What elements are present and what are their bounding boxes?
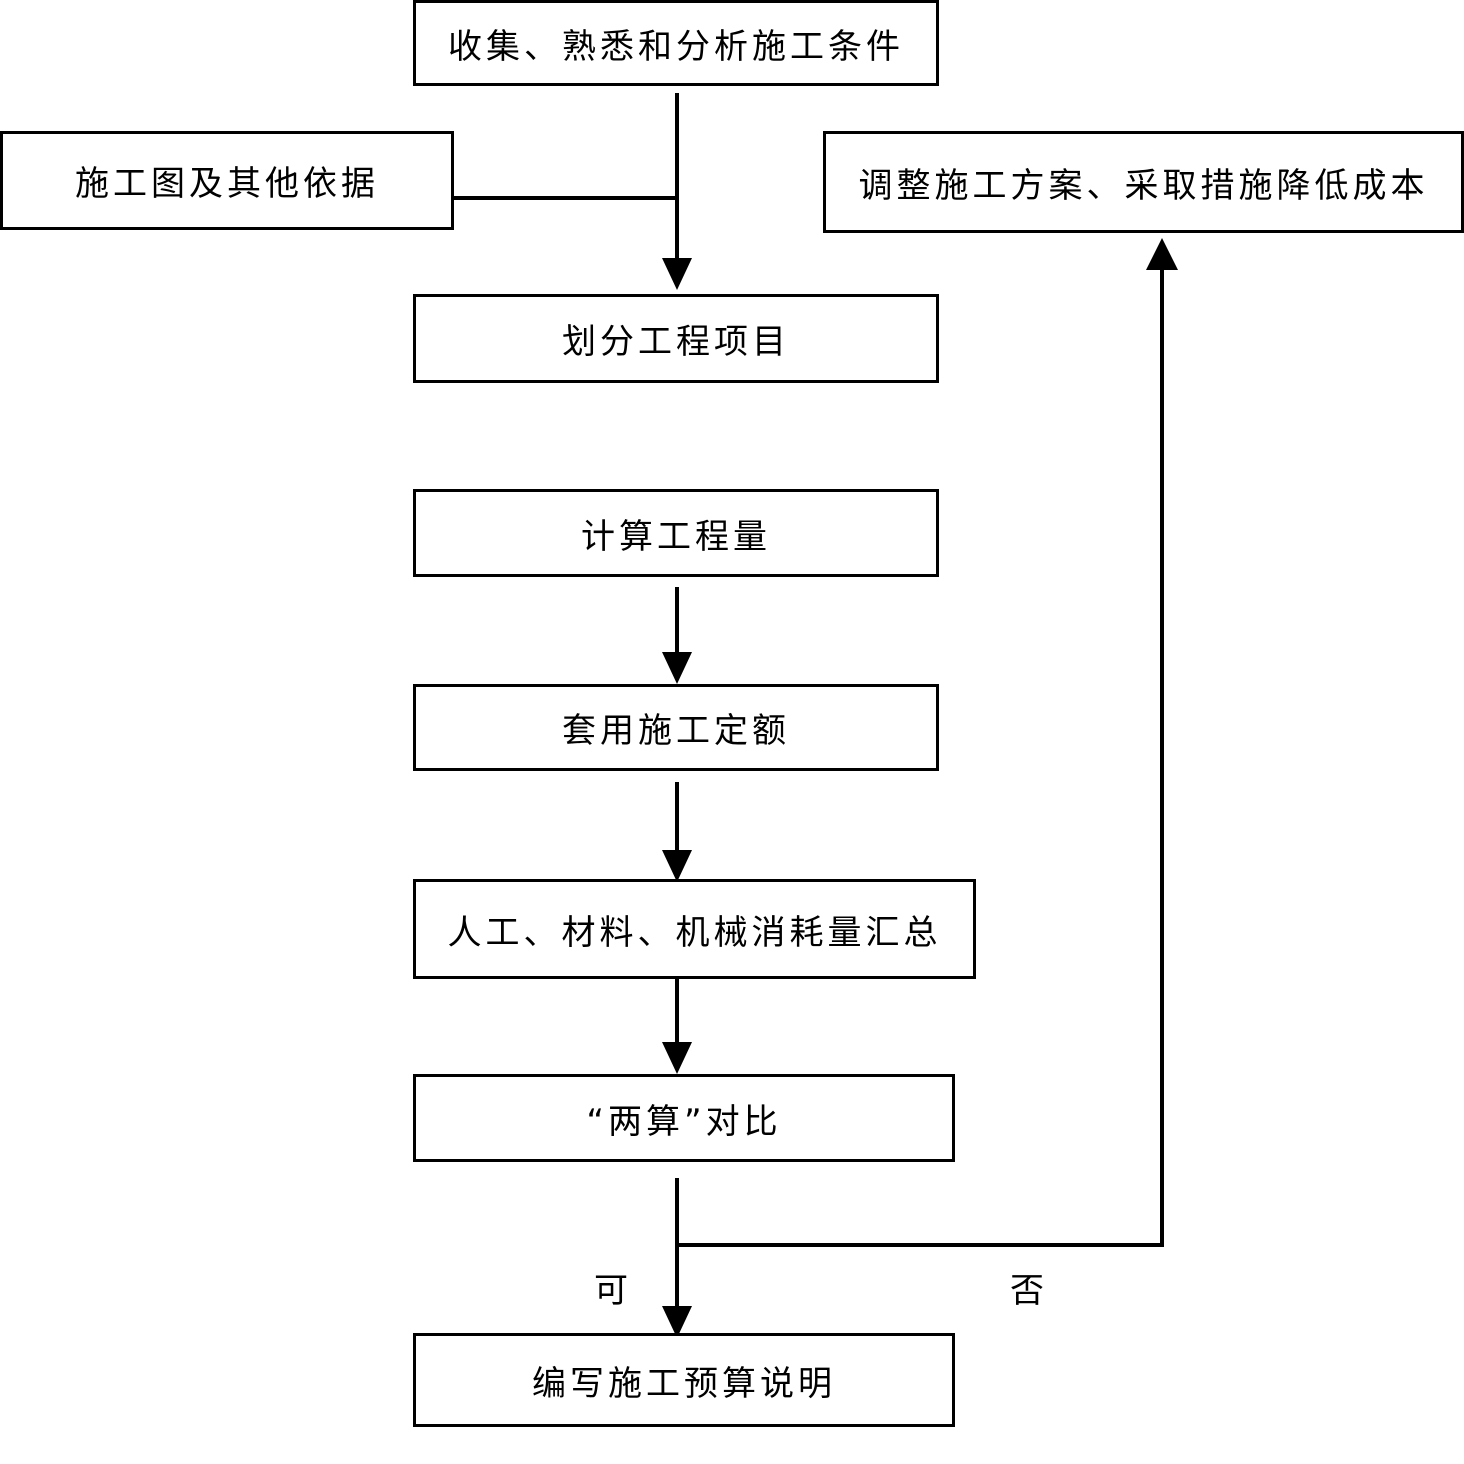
arrowhead-summary [662,850,692,882]
arrow-no-to-adjust [677,268,1164,1247]
node-compare: “两算”对比 [413,1074,955,1162]
node-drawings: 施工图及其他依据 [0,131,454,230]
node-collect: 收集、熟悉和分析施工条件 [413,0,939,86]
node-calculate-label: 计算工程量 [581,516,771,557]
arrowhead-adjust [1146,238,1178,270]
node-divide: 划分工程项目 [413,294,939,383]
node-apply-quota: 套用施工定额 [413,684,939,771]
node-apply-quota-label: 套用施工定额 [562,711,790,751]
node-summary-label: 人工、材料、机械消耗量汇总 [447,912,942,953]
node-summary: 人工、材料、机械消耗量汇总 [413,879,976,979]
arrowhead-compare [662,1042,692,1074]
edge-label-no: 否 [1010,1271,1044,1311]
node-adjust-label: 调整施工方案、采取措施降低成本 [858,165,1429,206]
node-compare-label: “两算”对比 [586,1101,782,1142]
node-calculate: 计算工程量 [413,489,939,577]
arrowhead-quota [662,652,692,684]
node-drawings-label: 施工图及其他依据 [75,164,379,204]
node-divide-label: 划分工程项目 [562,322,790,362]
node-collect-label: 收集、熟悉和分析施工条件 [448,26,904,67]
arrowhead-write [662,1306,692,1338]
node-write-label: 编写施工预算说明 [532,1363,836,1404]
node-write: 编写施工预算说明 [413,1333,955,1427]
node-adjust: 调整施工方案、采取措施降低成本 [823,131,1464,233]
edge-label-yes: 可 [594,1271,628,1311]
arrowhead-divide [662,258,692,290]
